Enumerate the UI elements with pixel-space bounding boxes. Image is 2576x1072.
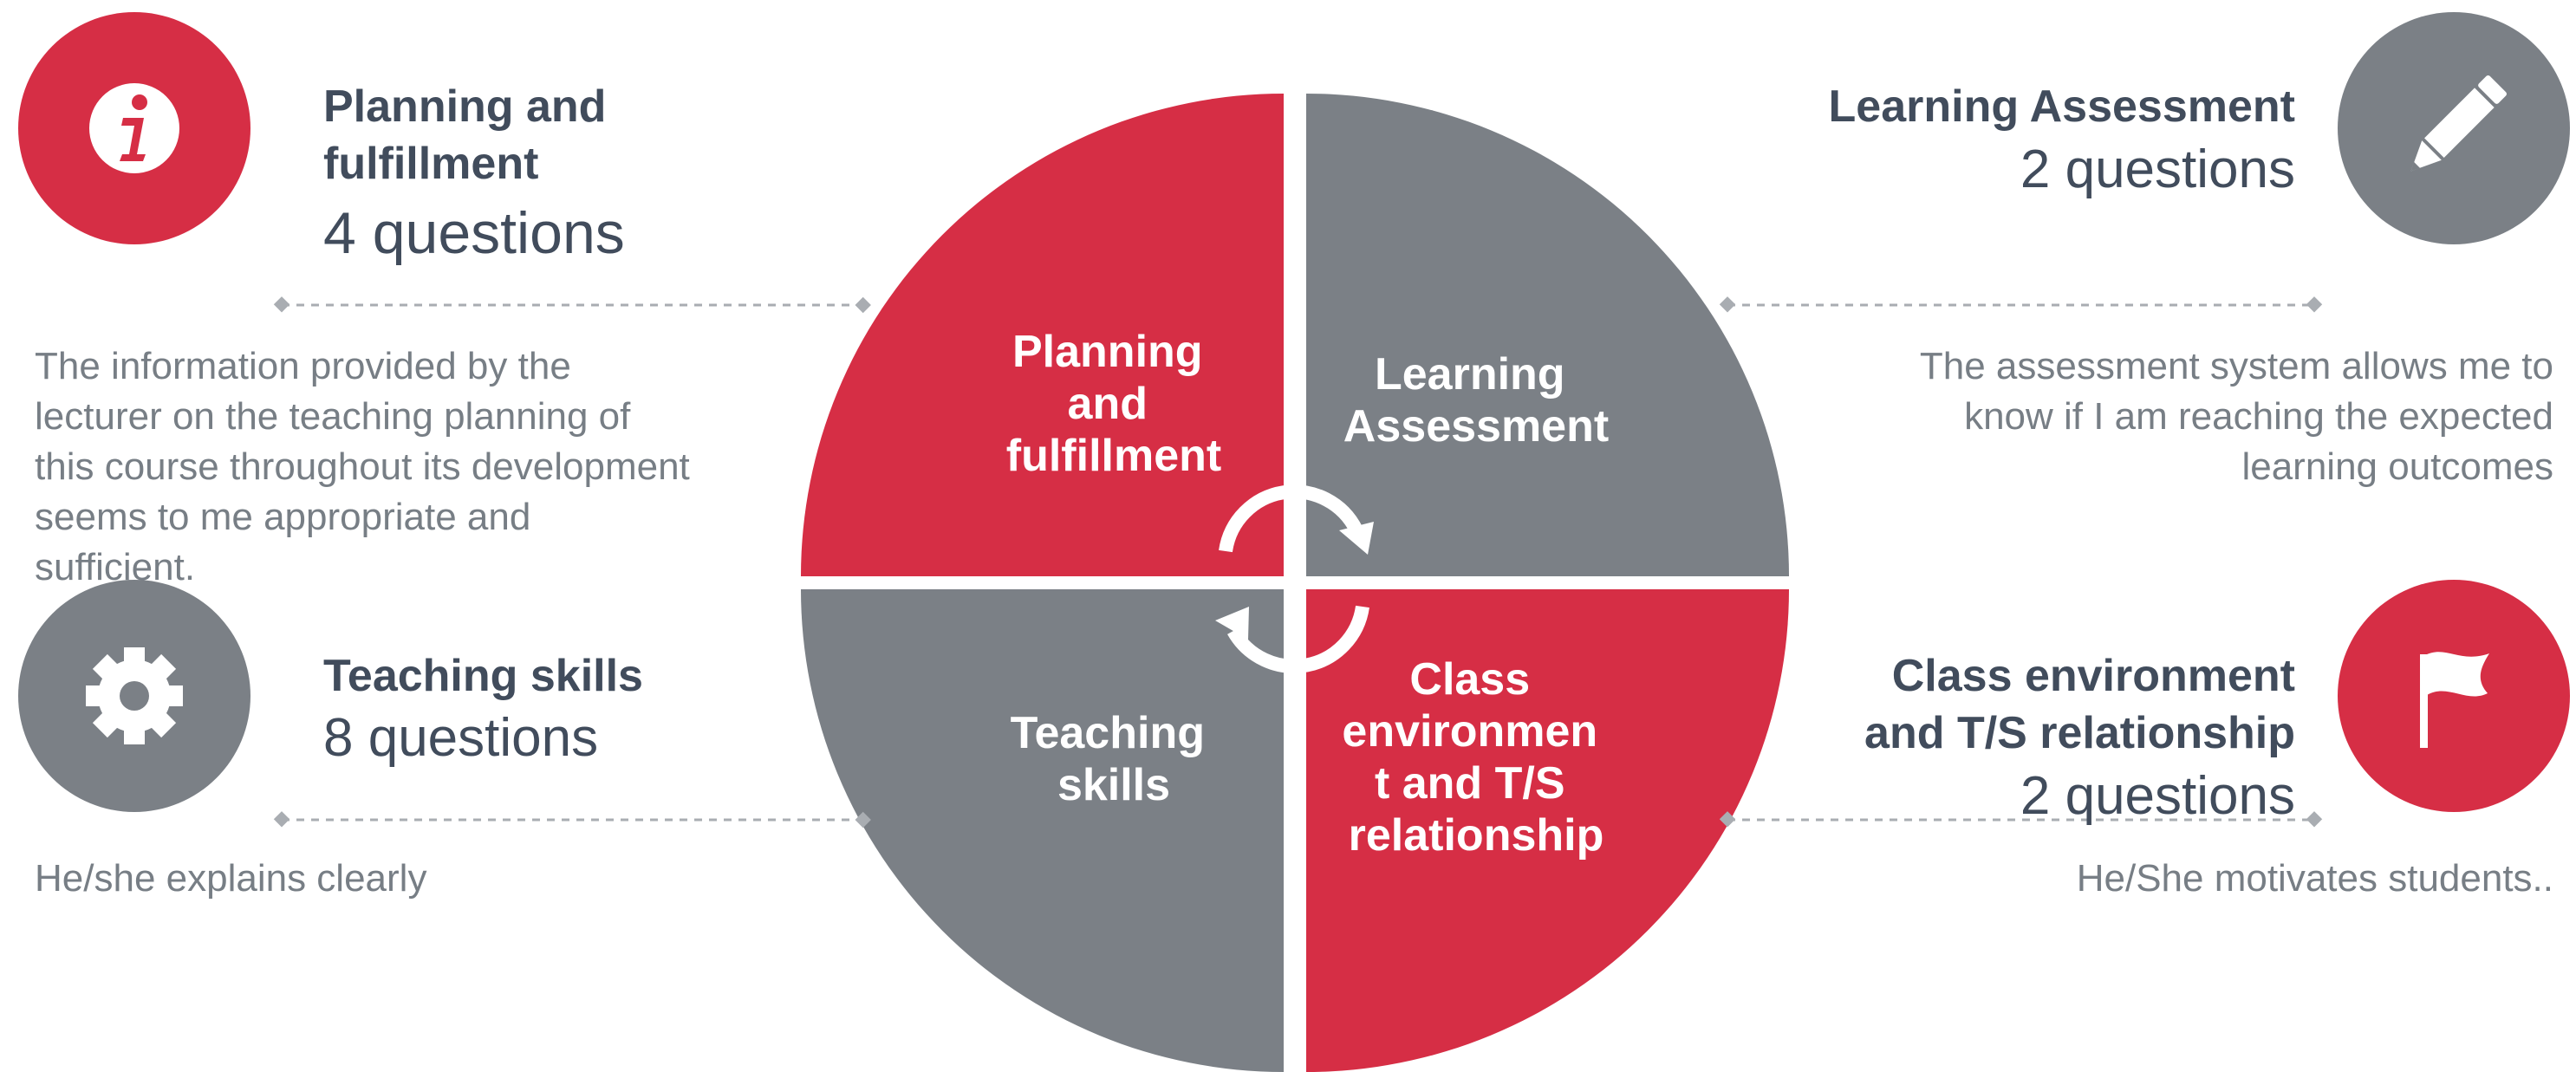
qline: Class: [1409, 654, 1530, 705]
desc-line: The assessment system allows me to: [1919, 345, 2553, 387]
desc-line: seems to me appropriate and: [35, 496, 531, 538]
desc-line: know if I am reaching the expected: [1964, 395, 2553, 438]
teaching-description: He/she explains clearly: [35, 857, 427, 900]
quadrant-environment-label: Class environmen t and T/S relationship: [1342, 654, 1610, 861]
planning-count: 4 questions: [323, 200, 625, 266]
info-icon: [18, 12, 250, 244]
environment-description: He/She motivates students..: [2076, 857, 2553, 900]
cycle-arrows-icon: [1219, 484, 1369, 673]
quadrant-environment: [1306, 589, 1789, 1072]
assessment-title: Learning Assessment: [1828, 81, 2295, 132]
qline: Teaching: [1011, 708, 1205, 758]
planning-description: The information provided by the lecturer…: [35, 341, 797, 593]
flag-icon: [2338, 580, 2570, 812]
quadrant-teaching: [801, 589, 1284, 1072]
assessment-description: The assessment system allows me to know …: [1734, 341, 2553, 492]
assessment-count: 2 questions: [2020, 140, 2295, 199]
environment-count: 2 questions: [2020, 766, 2295, 826]
gear-icon: [18, 580, 250, 812]
environment-title: Class environment and T/S relationship: [1699, 647, 2295, 762]
qline: Planning: [1012, 327, 1203, 377]
teaching-count: 8 questions: [323, 708, 599, 768]
desc-line: sufficient.: [35, 546, 196, 588]
desc-line: this course throughout its development: [35, 445, 690, 488]
quadrant-planning-label: Planning and fulfillment: [1006, 327, 1221, 481]
quadrant-assessment-label: Learning Assessment: [1343, 349, 1609, 452]
teaching-title: Teaching skills: [323, 651, 643, 701]
qline: and: [1068, 379, 1148, 429]
desc-line: learning outcomes: [2241, 445, 2553, 488]
qline: Assessment: [1343, 401, 1609, 452]
pencil-icon: [2338, 12, 2570, 244]
desc-line: The information provided by the: [35, 345, 571, 387]
quadrant-assessment: [1306, 94, 1789, 576]
planning-title: Planning and fulfillment: [323, 78, 878, 192]
qline: skills: [1057, 760, 1170, 810]
qline: t and T/S: [1375, 758, 1565, 809]
qline: Learning: [1375, 349, 1565, 400]
environment-title-line: and T/S relationship: [1864, 708, 2295, 758]
qline: relationship: [1349, 810, 1604, 861]
quadrant-teaching-label: Teaching skills: [1011, 708, 1218, 810]
quadrant-planning: [801, 94, 1284, 576]
environment-title-line: Class environment: [1891, 651, 2295, 701]
planning-title-line: fulfillment: [323, 139, 539, 189]
desc-line: lecturer on the teaching planning of: [35, 395, 631, 438]
qline: fulfillment: [1006, 431, 1221, 481]
planning-title-line: Planning and: [323, 81, 607, 132]
qline: environmen: [1342, 706, 1597, 757]
